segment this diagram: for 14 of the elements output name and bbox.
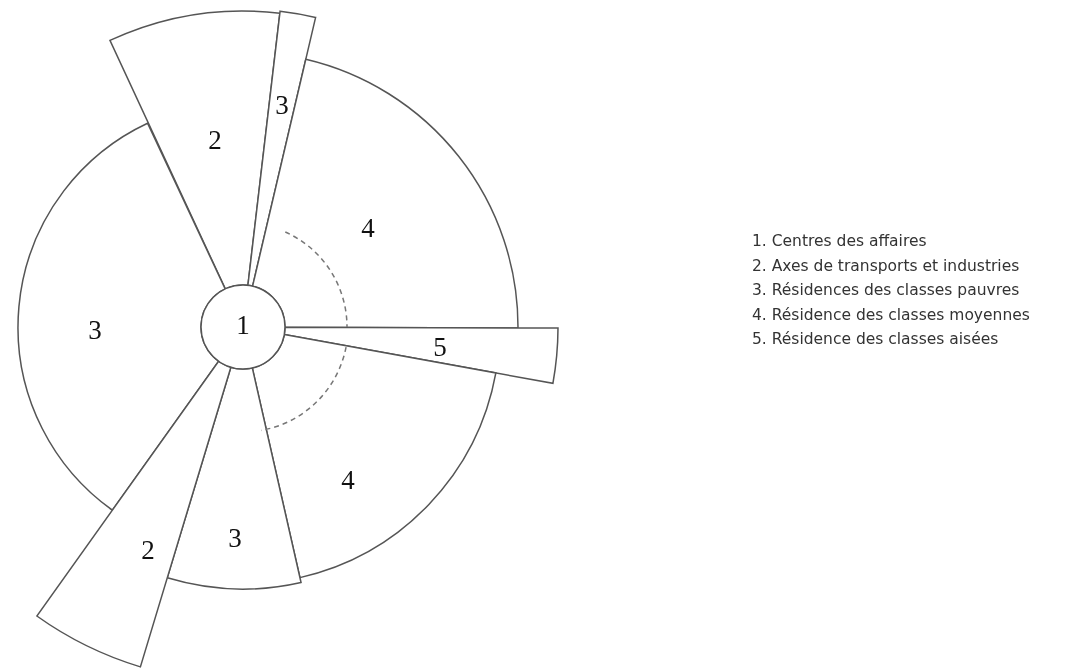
zone-number: 2: [208, 126, 222, 154]
legend-item: 1. Centres des affaires: [752, 232, 927, 250]
legend-item: 5. Résidence des classes aisées: [752, 330, 999, 348]
legend-item: 4. Résidence des classes moyennes: [752, 305, 1030, 324]
zone-number: 5: [433, 333, 447, 361]
zone-number: 1: [236, 311, 250, 339]
zone-number: 3: [88, 316, 102, 344]
zone-number: 3: [228, 524, 242, 552]
zone-number: 2: [141, 536, 155, 564]
zone-number: 3: [275, 91, 289, 119]
legend-item: 2. Axes de transports et industries: [752, 256, 1020, 275]
legend-item: 3. Résidences des classes pauvres: [752, 281, 1020, 299]
zone-number: 4: [341, 466, 355, 494]
zone-number: 4: [361, 214, 375, 242]
